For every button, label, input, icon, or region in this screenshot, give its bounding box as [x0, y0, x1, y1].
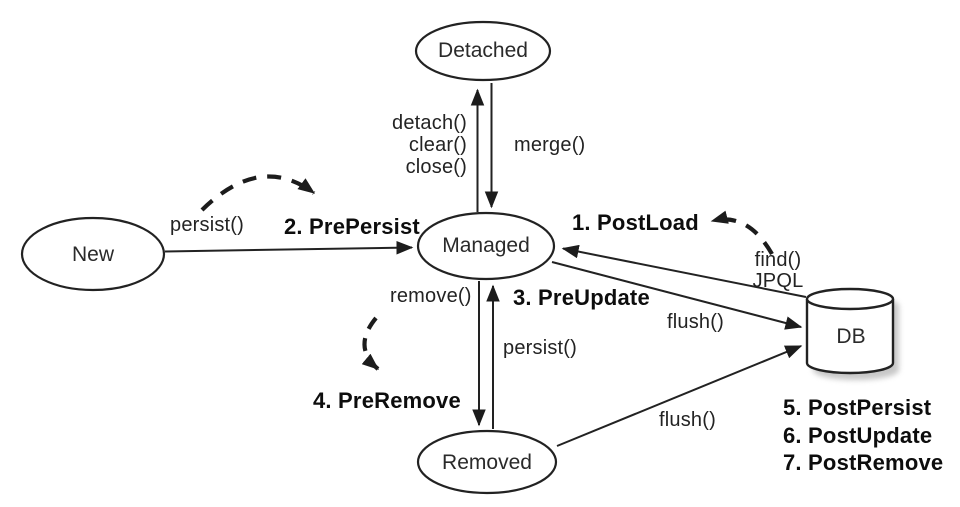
label-close: close() — [405, 156, 467, 178]
label-find: find() — [754, 249, 802, 271]
state-ellipse-managed — [416, 211, 556, 281]
dashed-arrow-pre-persist — [200, 174, 316, 212]
state-ellipse-new — [20, 216, 166, 292]
arrow-db-to-managed-find — [561, 244, 807, 298]
db-cylinder-top — [805, 287, 895, 311]
db-label: DB — [836, 325, 866, 348]
state-ellipse-detached — [414, 20, 552, 82]
label-clear: clear() — [408, 134, 467, 156]
callback-pre-update: 3. PreUpdate — [513, 285, 650, 310]
label-jpql: JPQL — [752, 270, 804, 292]
label-flush-removed: flush() — [659, 409, 716, 431]
label-persist-removed: persist() — [503, 337, 578, 359]
state-label-detached: Detached — [438, 39, 528, 62]
state-label-new: New — [71, 243, 115, 266]
label-persist-new: persist() — [170, 214, 245, 236]
callback-post-remove: 7. PostRemove — [783, 450, 944, 475]
callback-pre-remove: 4. PreRemove — [313, 388, 461, 413]
label-find-jpql: find() JPQL — [752, 250, 804, 292]
label-remove: remove() — [390, 285, 472, 307]
arrow-removed-to-db-flush — [556, 345, 803, 447]
state-label-managed: Managed — [442, 234, 530, 257]
db-cylinder-body — [805, 299, 895, 375]
arrow-persist-new-to-managed — [164, 240, 414, 255]
label-flush-managed: flush() — [667, 311, 724, 333]
state-ellipse-removed — [416, 429, 558, 495]
callback-pre-persist: 2. PrePersist — [284, 214, 420, 239]
callback-post-update: 6. PostUpdate — [783, 423, 933, 448]
state-label-removed: Removed — [442, 451, 532, 474]
label-detach: detach() — [392, 112, 467, 134]
callback-post-persist: 5. PostPersist — [783, 395, 932, 420]
label-merge: merge() — [514, 134, 586, 156]
callback-post-load: 1. PostLoad — [572, 210, 699, 235]
label-detach-clear-close: detach() clear() close() — [392, 112, 467, 178]
arrow-managed-to-db-flush — [551, 261, 803, 330]
dashed-arrow-pre-remove — [361, 316, 380, 371]
dashed-arrow-post-load — [710, 210, 774, 256]
